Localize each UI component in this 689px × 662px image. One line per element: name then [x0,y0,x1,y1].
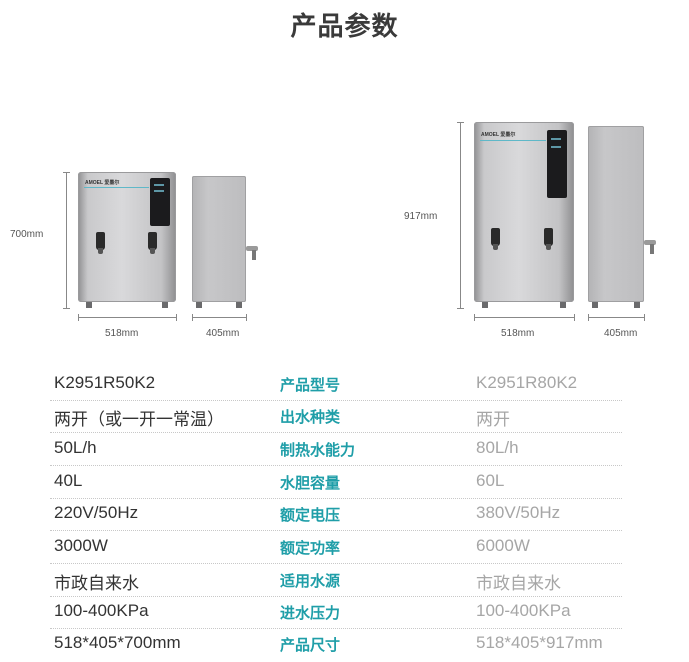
foot [236,302,242,308]
dim-tick [644,314,645,321]
dim-tick [176,314,177,321]
small-tank-value: 40L [54,471,83,490]
dim-tick [574,314,575,321]
large-boiler-front: AMOEL 爱墨尔 [474,122,574,302]
dim-tick [474,314,475,321]
spec-row-outlet-type: 两开（或一开一常温） 出水种类 两开 [50,401,622,433]
spec-row-heating-capacity: 50L/h 制热水能力 80L/h [50,434,622,466]
large-power-value: 6000W [476,536,530,555]
dim-tick [192,314,193,321]
dim-tick [78,314,79,321]
large-boiler-side [588,126,644,302]
small-boiler-front: AMOEL 爱墨尔 [78,172,176,302]
dim-tick [588,314,589,321]
small-power-value: 3000W [54,536,108,555]
accent-stripe [84,187,149,188]
large-depth-label: 405mm [604,328,638,339]
spec-label: 制热水能力 [280,441,356,459]
spec-label: 适用水源 [280,572,341,590]
small-width-line [78,317,176,318]
brand-logo: AMOEL 爱墨尔 [481,132,516,138]
large-voltage-value: 380V/50Hz [476,503,561,522]
large-height-label: 917mm [404,211,438,222]
foot [634,302,640,308]
dim-tick [63,172,70,173]
small-model-value: K2951R50K2 [54,373,156,392]
small-voltage-value: 220V/50Hz [54,503,139,522]
side-tap-icon [246,246,258,260]
foot [592,302,598,308]
foot [162,302,168,308]
spec-label: 额定功率 [280,539,341,557]
small-pressure-value: 100-400KPa [54,601,149,620]
accent-stripe [480,140,546,141]
side-tap-icon [644,240,656,254]
page-title: 产品参数 [290,12,399,42]
hot-water-tap-icon [148,232,157,254]
small-heating-value: 50L/h [54,438,97,457]
large-model-value: K2951R80K2 [476,373,578,392]
hot-water-tap-icon [96,232,105,254]
dim-tick [457,122,464,123]
large-size-value: 518*405*917mm [476,633,603,652]
hot-water-tap-icon [544,228,553,250]
small-depth-line [192,317,246,318]
spec-label: 额定电压 [280,506,341,524]
spec-row-tank-volume: 40L 水胆容量 60L [50,467,622,499]
brand-logo: AMOEL 爱墨尔 [85,180,120,186]
foot [196,302,202,308]
foot [482,302,488,308]
control-panel [150,178,170,226]
spec-row-water-source: 市政自来水 适用水源 市政自来水 [50,565,622,597]
spec-row-inlet-pressure: 100-400KPa 进水压力 100-400KPa [50,597,622,629]
small-height-label: 700mm [10,229,44,240]
small-width-label: 518mm [105,328,139,339]
small-outlet-value: 两开（或一开一常温） [54,410,224,429]
spec-label: 水胆容量 [280,474,341,492]
hot-water-tap-icon [491,228,500,250]
spec-row-voltage: 220V/50Hz 额定电压 380V/50Hz [50,499,622,531]
spec-label: 产品尺寸 [280,636,341,654]
spec-row-power: 3000W 额定功率 6000W [50,532,622,564]
large-outlet-value: 两开 [476,410,510,429]
dim-tick [246,314,247,321]
small-boiler-side [192,176,246,302]
large-width-line [474,317,574,318]
dim-tick [457,308,464,309]
large-heating-value: 80L/h [476,438,519,457]
spec-label: 产品型号 [280,376,341,394]
large-width-label: 518mm [501,328,535,339]
small-source-value: 市政自来水 [54,574,139,593]
large-source-value: 市政自来水 [476,574,561,593]
small-depth-label: 405mm [206,328,240,339]
control-panel [547,130,567,198]
spec-row-model: K2951R50K2 产品型号 K2951R80K2 [50,369,622,401]
large-pressure-value: 100-400KPa [476,601,571,620]
large-height-line [460,122,461,308]
dim-tick [63,308,70,309]
foot [560,302,566,308]
small-size-value: 518*405*700mm [54,633,181,652]
large-depth-line [588,317,644,318]
large-tank-value: 60L [476,471,505,490]
small-height-line [66,172,67,308]
spec-row-dimensions: 518*405*700mm 产品尺寸 518*405*917mm [50,629,622,661]
spec-label: 出水种类 [280,408,341,426]
foot [86,302,92,308]
spec-label: 进水压力 [280,604,341,622]
